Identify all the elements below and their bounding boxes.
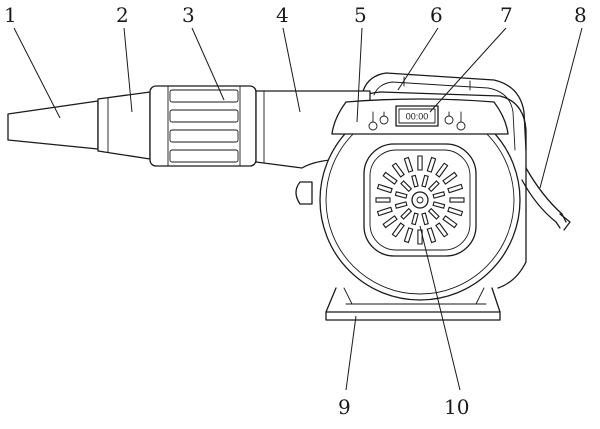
callout-8: 8 bbox=[574, 3, 587, 27]
grille-slot bbox=[382, 171, 398, 185]
leader-7 bbox=[429, 27, 507, 113]
leader-1 bbox=[13, 27, 61, 119]
grille-slot bbox=[426, 156, 437, 173]
callout-10: 10 bbox=[444, 395, 469, 419]
grille-slot bbox=[376, 206, 393, 217]
grille-slot bbox=[442, 215, 458, 229]
grille-slot bbox=[376, 183, 393, 194]
grille-slot bbox=[432, 201, 446, 209]
leader-2 bbox=[123, 27, 133, 113]
grille-slot bbox=[391, 222, 405, 238]
grille-slot bbox=[394, 191, 408, 199]
leader-lines bbox=[13, 27, 583, 391]
grille-slot bbox=[417, 155, 423, 171]
grille-slot bbox=[427, 207, 440, 220]
grille-slot bbox=[447, 183, 464, 194]
grille-slot bbox=[449, 197, 465, 203]
grille-slot bbox=[435, 222, 449, 238]
callout-1: 1 bbox=[4, 3, 17, 27]
grille-slot bbox=[400, 180, 413, 193]
leader-9 bbox=[345, 315, 357, 391]
grille-slot bbox=[411, 212, 419, 226]
leader-5 bbox=[356, 27, 363, 123]
grille-slot bbox=[426, 227, 437, 244]
grip-ring bbox=[149, 85, 257, 167]
air-inlet-grille bbox=[363, 143, 477, 257]
grille-slot bbox=[421, 174, 429, 188]
nozzle-collar bbox=[97, 91, 151, 160]
grille-slot bbox=[400, 207, 413, 220]
nozzle-tip bbox=[7, 100, 99, 150]
grille-slot bbox=[403, 227, 414, 244]
grille-slot bbox=[435, 162, 449, 178]
grille-slot bbox=[427, 180, 440, 193]
grille-slot bbox=[447, 206, 464, 217]
leader-6 bbox=[397, 27, 439, 91]
grille-slot bbox=[421, 212, 429, 226]
base-stand bbox=[325, 287, 501, 321]
grille-slot bbox=[382, 215, 398, 229]
cable bbox=[521, 167, 571, 231]
callout-labels: 1 2 3 4 5 6 7 8 9 10 bbox=[4, 3, 587, 419]
grille-slots bbox=[375, 155, 465, 245]
display-readout: 00:00 bbox=[406, 112, 429, 122]
display-screen: 00:00 bbox=[395, 105, 439, 127]
grille-slot bbox=[442, 171, 458, 185]
grille-slot bbox=[411, 174, 419, 188]
callout-5: 5 bbox=[354, 3, 367, 27]
switch-left-icon bbox=[368, 111, 389, 131]
leader-10 bbox=[419, 225, 461, 391]
callout-3: 3 bbox=[182, 3, 195, 27]
callout-4: 4 bbox=[276, 3, 289, 27]
switch-right-icon bbox=[444, 111, 466, 131]
callout-7: 7 bbox=[500, 3, 513, 27]
callout-9: 9 bbox=[338, 395, 351, 419]
leader-8 bbox=[539, 27, 583, 189]
grille-slot bbox=[394, 201, 408, 209]
grille-slot bbox=[391, 162, 405, 178]
leader-3 bbox=[191, 27, 225, 101]
grille-slot bbox=[403, 156, 414, 173]
leader-4 bbox=[282, 27, 301, 113]
grille-slot bbox=[432, 191, 446, 199]
grille-slot bbox=[375, 197, 391, 203]
callout-2: 2 bbox=[116, 3, 129, 27]
callout-6: 6 bbox=[430, 3, 443, 27]
